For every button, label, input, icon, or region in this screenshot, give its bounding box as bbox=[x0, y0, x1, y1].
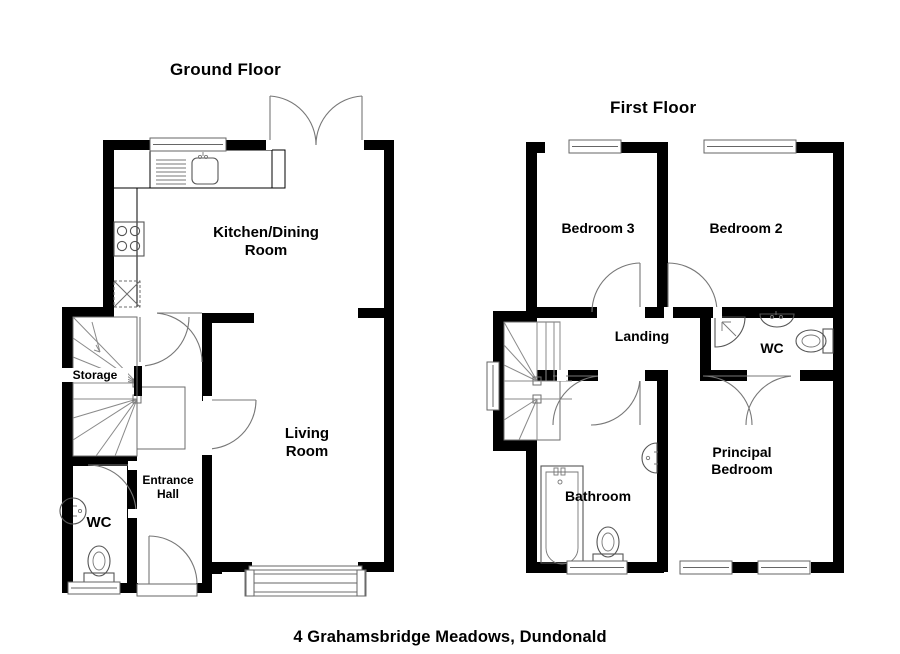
wc-toilet bbox=[83, 545, 115, 584]
hob-four-ring bbox=[113, 221, 145, 257]
window-bathroom bbox=[566, 560, 628, 575]
window-bedroom3 bbox=[568, 139, 622, 154]
kitchen-sink bbox=[191, 152, 219, 185]
door-landing-stairs bbox=[590, 370, 645, 426]
appliance-x bbox=[113, 280, 141, 308]
bathroom-fixtures bbox=[540, 442, 658, 565]
front-door-swing bbox=[148, 535, 198, 585]
door-principal bbox=[745, 370, 800, 426]
ground-floor-doors bbox=[87, 95, 364, 585]
ground-floor-windows bbox=[67, 137, 367, 597]
internal-door-kitchen bbox=[148, 309, 203, 363]
wc-fixtures-ground bbox=[59, 497, 115, 584]
staircase-winder-first bbox=[503, 321, 572, 441]
front-door bbox=[136, 583, 198, 597]
door-bedroom2 bbox=[664, 262, 722, 318]
door-bathroom bbox=[552, 370, 607, 426]
window-principal-left bbox=[679, 560, 733, 575]
bathroom-toilet bbox=[592, 526, 624, 565]
first-floor-windows bbox=[486, 139, 811, 575]
kitchen-units bbox=[113, 149, 286, 308]
internal-door-understairs bbox=[134, 316, 190, 396]
wc-window bbox=[67, 581, 121, 595]
first-floor-doors bbox=[552, 262, 800, 426]
internal-door-living bbox=[203, 396, 257, 454]
bath-tub bbox=[540, 465, 584, 565]
window-principal-right bbox=[757, 560, 811, 575]
door-bedroom3 bbox=[591, 262, 645, 318]
staircase-winder-ground bbox=[72, 316, 186, 457]
first-floor-plan bbox=[486, 139, 844, 575]
shower-quadrant bbox=[714, 316, 746, 348]
internal-door-wc bbox=[87, 461, 137, 518]
wc-basin-first bbox=[759, 311, 795, 328]
ground-floor-title: Ground Floor bbox=[170, 60, 281, 79]
wc-fixtures-first bbox=[714, 311, 834, 354]
ground-floor-plan bbox=[59, 95, 394, 597]
wc-toilet-first bbox=[795, 328, 834, 354]
plan-caption: 4 Grahamsbridge Meadows, Dundonald bbox=[293, 628, 607, 646]
kitchen-drainer bbox=[156, 159, 186, 185]
french-doors-double-top bbox=[266, 95, 364, 150]
window-bedroom2 bbox=[703, 139, 797, 154]
living-room-french-window bbox=[244, 565, 367, 597]
kitchen-window bbox=[149, 137, 227, 152]
bathroom-basin bbox=[641, 442, 658, 474]
wc-basin bbox=[59, 497, 87, 525]
first-floor-title: First Floor bbox=[610, 98, 697, 117]
window-stairs bbox=[486, 361, 500, 411]
ground-floor-walls bbox=[62, 140, 394, 593]
